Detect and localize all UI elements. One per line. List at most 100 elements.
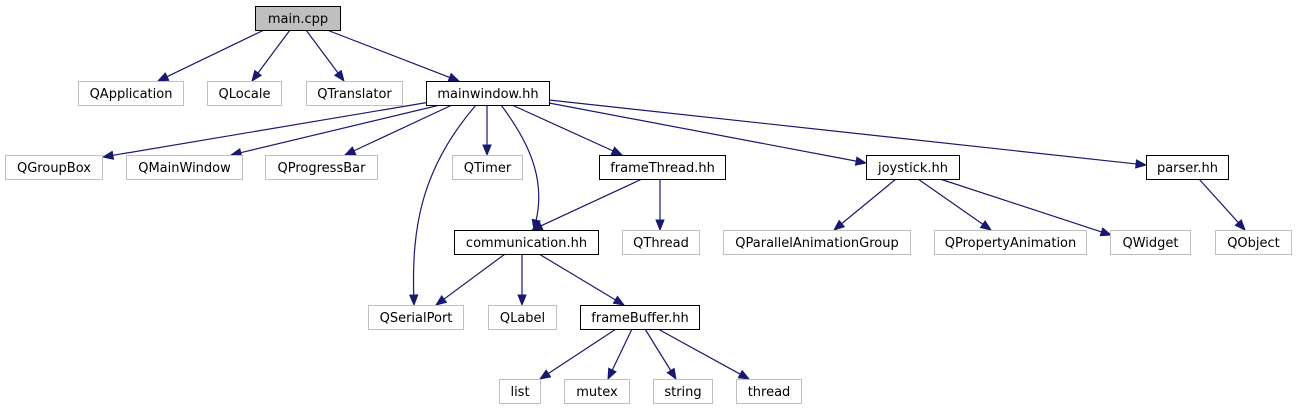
- node-label: QGroupBox: [17, 161, 91, 176]
- node-label: string: [664, 385, 701, 400]
- node-box: [488, 305, 557, 330]
- node-box: [306, 81, 403, 106]
- edge-mainwindow_hh-to-QGroupBox: [101, 101, 431, 160]
- edge-line: [657, 328, 741, 375]
- node-box: [564, 379, 630, 404]
- edge-joystick_hh-to-QWidget: [939, 178, 1113, 237]
- node-box: [622, 230, 700, 255]
- edge-arrowhead: [979, 220, 993, 231]
- edge-frameThread_hh-to-QThread: [655, 179, 665, 232]
- edge-main_cpp-to-QApplication: [156, 29, 265, 82]
- edge-line: [644, 328, 672, 371]
- node-box: [454, 230, 599, 255]
- node-qthread: QThread: [622, 230, 700, 255]
- edge-line: [841, 178, 897, 225]
- edge-arrowhead: [482, 144, 492, 157]
- node-label: joystick.hh: [877, 161, 948, 176]
- edge-arrowhead: [434, 294, 448, 306]
- edge-line: [500, 104, 540, 221]
- node-box: [5, 155, 103, 180]
- edge-line: [548, 99, 1137, 165]
- node-box: [1110, 230, 1191, 255]
- node-label: QTimer: [464, 161, 512, 176]
- edge-line: [511, 104, 614, 152]
- edge-mainwindow_hh-to-QProgressBar: [343, 104, 453, 156]
- node-label: QObject: [1227, 236, 1280, 251]
- node-framethread-hh[interactable]: frameThread.hh: [599, 155, 726, 180]
- node-qserialport: QSerialPort: [368, 305, 464, 330]
- node-label: thread: [748, 385, 791, 400]
- node-qmainwindow: QMainWindow: [126, 155, 243, 180]
- node-label: mutex: [576, 385, 618, 400]
- node-label: mainwindow.hh: [437, 87, 538, 102]
- node-box: [368, 305, 464, 330]
- node-label: QPropertyAnimation: [945, 236, 1077, 251]
- edge-joystick_hh-to-QParallelAnimationGroup: [832, 178, 897, 231]
- node-qtranslator: QTranslator: [306, 81, 403, 106]
- node-box: [265, 155, 378, 180]
- node-label: parser.hh: [1157, 161, 1218, 176]
- edge-arrowhead: [1099, 227, 1113, 237]
- node-list: list: [499, 379, 541, 404]
- edge-arrowhead: [156, 72, 170, 82]
- node-framebuffer-hh[interactable]: frameBuffer.hh: [580, 305, 700, 330]
- node-thread: thread: [736, 379, 802, 404]
- node-qlabel: QLabel: [488, 305, 557, 330]
- edge-arrowhead: [517, 294, 527, 307]
- edge-arrowhead: [538, 369, 552, 380]
- node-main-cpp[interactable]: main.cpp: [255, 6, 341, 31]
- edge-arrowhead: [655, 219, 665, 232]
- edge-line: [240, 104, 441, 154]
- edge-main_cpp-to-QLocale: [251, 29, 291, 83]
- node-box: [207, 81, 282, 106]
- edge-arrowhead: [333, 69, 345, 83]
- node-joystick-hh[interactable]: joystick.hh: [866, 155, 960, 180]
- edge-line: [326, 29, 450, 78]
- edge-joystick_hh-to-QPropertyAnimation: [917, 178, 993, 231]
- edge-arrowhead: [447, 72, 461, 82]
- edge-line: [166, 29, 265, 78]
- edge-frameBuffer_hh-to-thread: [657, 328, 751, 380]
- edge-line: [353, 104, 453, 152]
- node-qapplication: QApplication: [78, 81, 184, 106]
- edge-arrowhead: [854, 156, 868, 166]
- node-box: [1146, 155, 1229, 180]
- edge-arrowhead: [251, 69, 263, 83]
- node-label: frameThread.hh: [610, 161, 715, 176]
- node-box: [452, 155, 523, 180]
- node-label: QApplication: [90, 87, 173, 102]
- edge-line: [540, 178, 643, 227]
- edge-communication_hh-to-frameBuffer_hh: [538, 253, 626, 306]
- node-parser-hh[interactable]: parser.hh: [1146, 155, 1229, 180]
- node-box: [78, 81, 184, 106]
- edge-frameBuffer_hh-to-list: [538, 328, 617, 380]
- node-box: [426, 81, 550, 106]
- node-box: [1215, 230, 1292, 255]
- edge-arrowhead: [737, 369, 751, 380]
- edge-parser_hh-to-QObject: [1198, 178, 1246, 231]
- edge-arrowhead: [343, 146, 357, 156]
- edge-line: [548, 328, 617, 375]
- node-qprogressbar: QProgressBar: [265, 155, 378, 180]
- edge-line: [548, 102, 857, 162]
- node-box: [580, 305, 700, 330]
- node-label: QLabel: [500, 311, 545, 326]
- node-qlocale: QLocale: [207, 81, 282, 106]
- edge-arrowhead: [607, 367, 617, 381]
- edge-arrowhead: [1234, 219, 1246, 231]
- node-label: QParallelAnimationGroup: [735, 236, 898, 251]
- node-communication-hh[interactable]: communication.hh: [454, 230, 599, 255]
- edge-line: [112, 101, 431, 156]
- edge-mainwindow_hh-to-QTimer: [482, 105, 492, 157]
- edge-mainwindow_hh-to-parser_hh: [548, 99, 1148, 169]
- node-label: QTranslator: [317, 87, 392, 102]
- node-box: [736, 379, 802, 404]
- node-mainwindow-hh[interactable]: mainwindow.hh: [426, 81, 550, 106]
- node-qwidget: QWidget: [1110, 230, 1191, 255]
- edge-frameBuffer_hh-to-mutex: [607, 328, 633, 381]
- edge-arrowhead: [1135, 159, 1148, 169]
- edge-communication_hh-to-QSerialPort: [434, 253, 506, 306]
- node-qtimer: QTimer: [452, 155, 523, 180]
